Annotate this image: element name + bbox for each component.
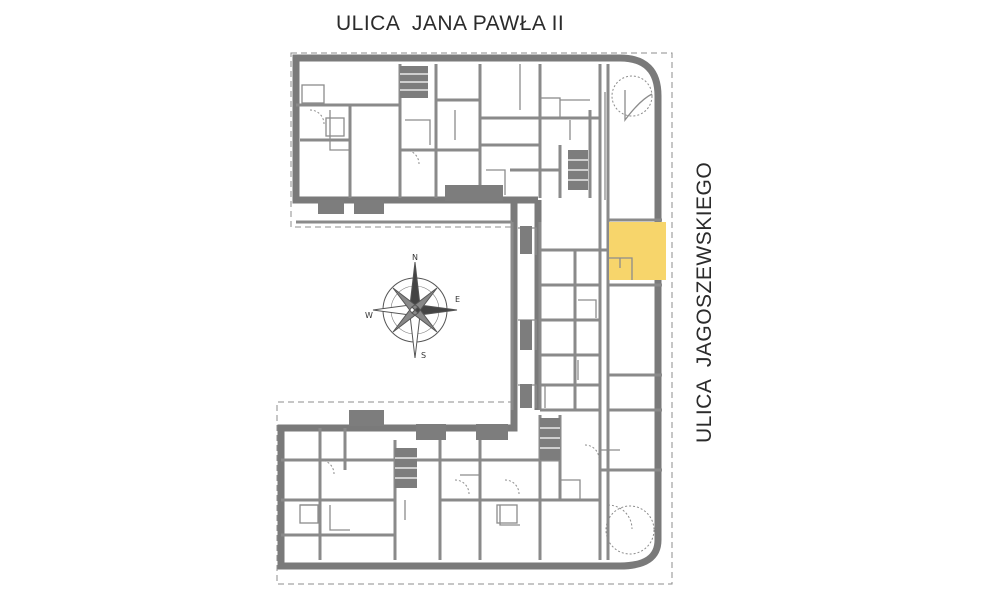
balcony-west-2 <box>520 320 532 350</box>
balcony-north-1 <box>318 200 344 214</box>
highlighted-apartment[interactable] <box>609 222 666 280</box>
plot-boundary <box>276 52 673 585</box>
balcony-north-2 <box>354 200 384 214</box>
balcony-south-1 <box>349 410 384 426</box>
street-label-jana-pawla: ULICA JANA PAWŁA II <box>336 12 565 35</box>
stair-south-2 <box>540 418 560 460</box>
balcony-south-2 <box>416 424 446 440</box>
stairs <box>318 66 588 488</box>
balcony-west-1 <box>520 226 532 254</box>
south-wing-rooms <box>281 415 655 560</box>
balcony-south-3 <box>476 424 508 440</box>
north-wing-rooms <box>296 64 602 198</box>
compass-label-north: N <box>412 253 418 262</box>
compass-label-west: W <box>365 311 373 320</box>
balcony-west-3 <box>520 384 532 408</box>
compass-rose: N S E W <box>365 253 460 360</box>
balcony-north-3 <box>445 185 503 201</box>
west-wing-south-edge <box>296 220 514 410</box>
building-outer-wall <box>277 54 662 570</box>
highlighted-apartment-partition <box>609 257 633 280</box>
compass-label-east: E <box>455 295 460 304</box>
door-swings <box>309 75 655 555</box>
compass-label-south: S <box>421 351 426 360</box>
